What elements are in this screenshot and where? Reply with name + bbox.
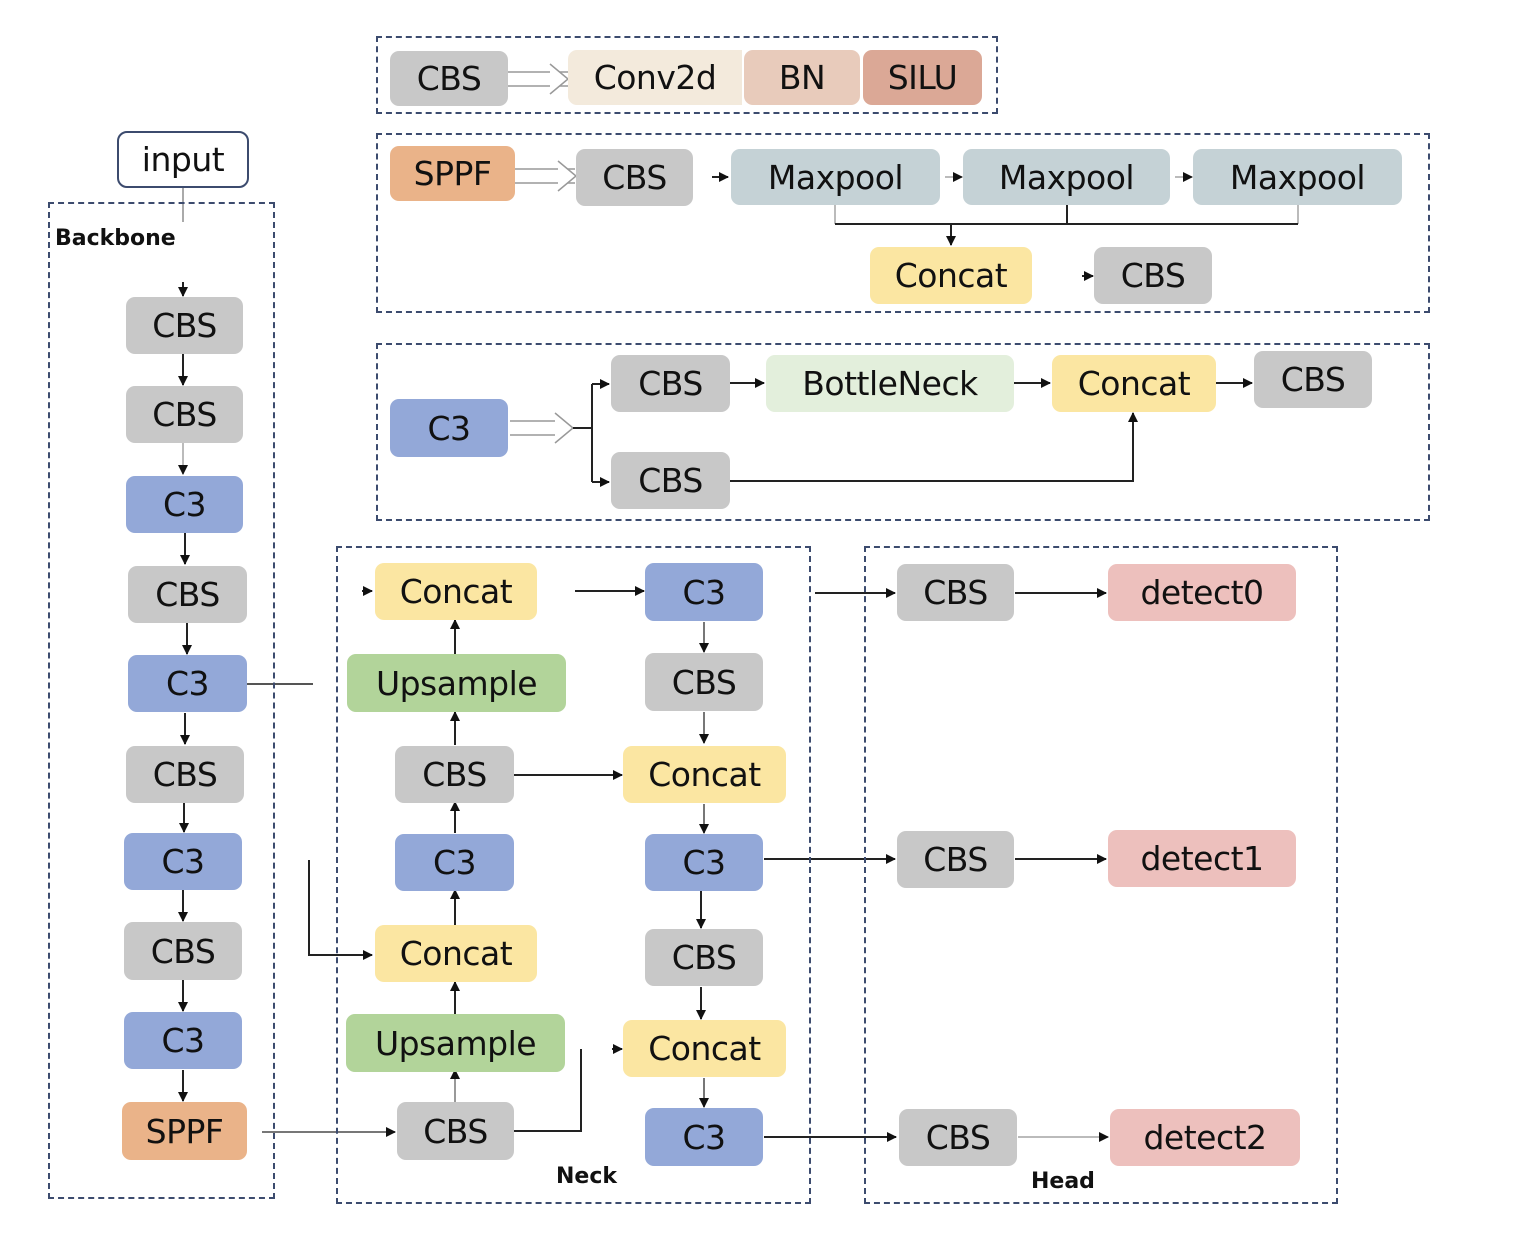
backbone-cbs-1: CBS [126,297,243,354]
head-detect1: detect1 [1108,830,1296,887]
legend-sppf-concat-node: Concat [870,247,1032,304]
c3-legend-box [376,343,1430,521]
backbone-cbs-4: CBS [126,746,244,803]
legend-maxpool-node-3: Maxpool [1193,149,1402,205]
cbs-legend-box [376,36,998,114]
neck-label: Neck [556,1164,618,1189]
legend-sppf-cbs-node: CBS [576,149,693,206]
sppf-legend-box [376,133,1430,313]
legend-cbs-node: CBS [390,51,508,106]
neck-cbs-4: CBS [645,929,763,986]
cropped-title [598,0,998,6]
legend-sppf-out-cbs-node: CBS [1094,247,1212,304]
neck-concat-2: Concat [375,925,537,982]
legend-conv2d-node: Conv2d [568,50,742,105]
head-cbs-2: CBS [897,831,1014,888]
legend-maxpool-node-1: Maxpool [731,149,940,205]
backbone-c3-2: C3 [128,655,247,712]
neck-c3-3: C3 [645,834,763,891]
legend-c3-cbs-top-node: CBS [611,355,730,412]
backbone-group [48,202,275,1199]
backbone-c3-3: C3 [124,833,242,890]
input-node: input [117,131,249,188]
c3-p4-branch-line [308,860,373,960]
backbone-cbs-5: CBS [124,922,242,980]
backbone-cbs-2: CBS [126,386,243,443]
head-group [864,546,1338,1204]
neck-c3-2: C3 [645,563,763,621]
head-cbs-1: CBS [897,564,1014,621]
legend-sppf-node: SPPF [390,146,515,201]
hollow-arrow-sppf [515,160,578,192]
legend-maxpool-node-2: Maxpool [963,149,1170,205]
backbone-cbs-3: CBS [128,566,247,623]
head-cbs-3: CBS [899,1109,1017,1166]
legend-c3-cbs-bottom-node: CBS [611,452,730,509]
legend-bottleneck-node: BottleNeck [766,355,1014,412]
backbone-label: Backbone [55,226,176,251]
backbone-c3-1: C3 [126,476,243,533]
legend-c3-concat-node: Concat [1052,355,1216,412]
head-detect0: detect0 [1108,564,1296,621]
neck-group [336,546,811,1204]
neck-cbs-1: CBS [395,746,514,803]
neck-concat-1: Concat [375,563,537,620]
head-label: Head [1031,1169,1095,1194]
neck-c3-4: C3 [645,1108,763,1166]
neck-concat-3: Concat [623,746,786,803]
neck-concat-4: Concat [623,1020,786,1077]
legend-c3-node: C3 [390,399,508,457]
backbone-sppf: SPPF [122,1102,247,1160]
neck-cbs-2: CBS [397,1102,514,1160]
backbone-c3-4: C3 [124,1012,242,1069]
neck-c3-1: C3 [395,834,514,891]
head-detect2: detect2 [1110,1109,1300,1166]
legend-bn-node: BN [744,50,860,105]
neck-cbs-3: CBS [645,653,763,711]
hollow-arrow-cbs [508,63,570,95]
neck-upsample-2: Upsample [346,1014,565,1072]
neck-upsample-1: Upsample [347,654,566,712]
legend-silu-node: SILU [863,50,982,105]
legend-c3-out-cbs-node: CBS [1254,351,1372,408]
